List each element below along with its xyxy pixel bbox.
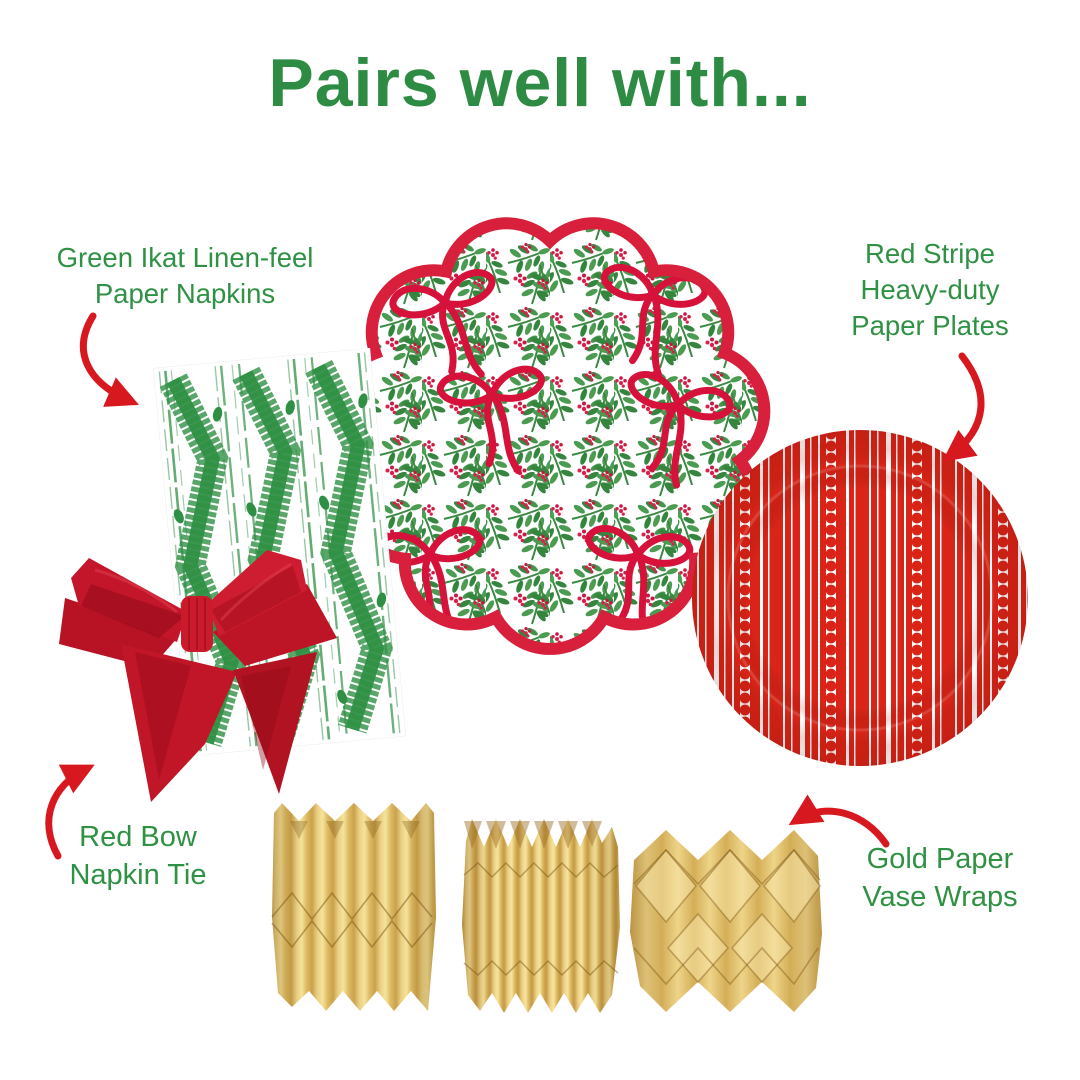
- label-line: Red Bow: [79, 821, 197, 853]
- label-line: Red Stripe: [865, 238, 995, 269]
- label-red-stripe-plates: Red Stripe Heavy-duty Paper Plates: [820, 236, 1040, 344]
- page-title: Pairs well with...: [268, 45, 812, 121]
- label-gold-vase-wraps: Gold Paper Vase Wraps: [840, 840, 1040, 916]
- label-line: Vase Wraps: [862, 881, 1018, 913]
- label-green-ikat-napkins: Green Ikat Linen-feel Paper Napkins: [35, 240, 335, 312]
- vases-arrow-icon: [788, 794, 890, 848]
- gold-vase-wrap-1: [271, 803, 436, 1011]
- red-stripe-plate-image: [692, 430, 1028, 766]
- label-red-bow-napkin-tie: Red Bow Napkin Tie: [38, 818, 238, 894]
- label-line: Heavy-duty: [860, 274, 1000, 305]
- label-line: Napkin Tie: [69, 859, 207, 891]
- plates-arrow-icon: [942, 352, 985, 462]
- label-line: Paper Napkins: [94, 278, 276, 309]
- napkins-arrow-icon: [79, 312, 139, 407]
- label-line: Gold Paper: [866, 843, 1014, 875]
- scalloped-plate-image: [325, 208, 775, 658]
- gold-vase-wrap-3: [630, 830, 822, 1012]
- red-bow-image: [59, 550, 337, 802]
- label-line: Paper Plates: [851, 310, 1009, 341]
- gold-vase-wrap-2: [462, 819, 620, 1013]
- label-line: Green Ikat Linen-feel: [56, 242, 314, 273]
- bow-arrow-icon: [45, 764, 95, 860]
